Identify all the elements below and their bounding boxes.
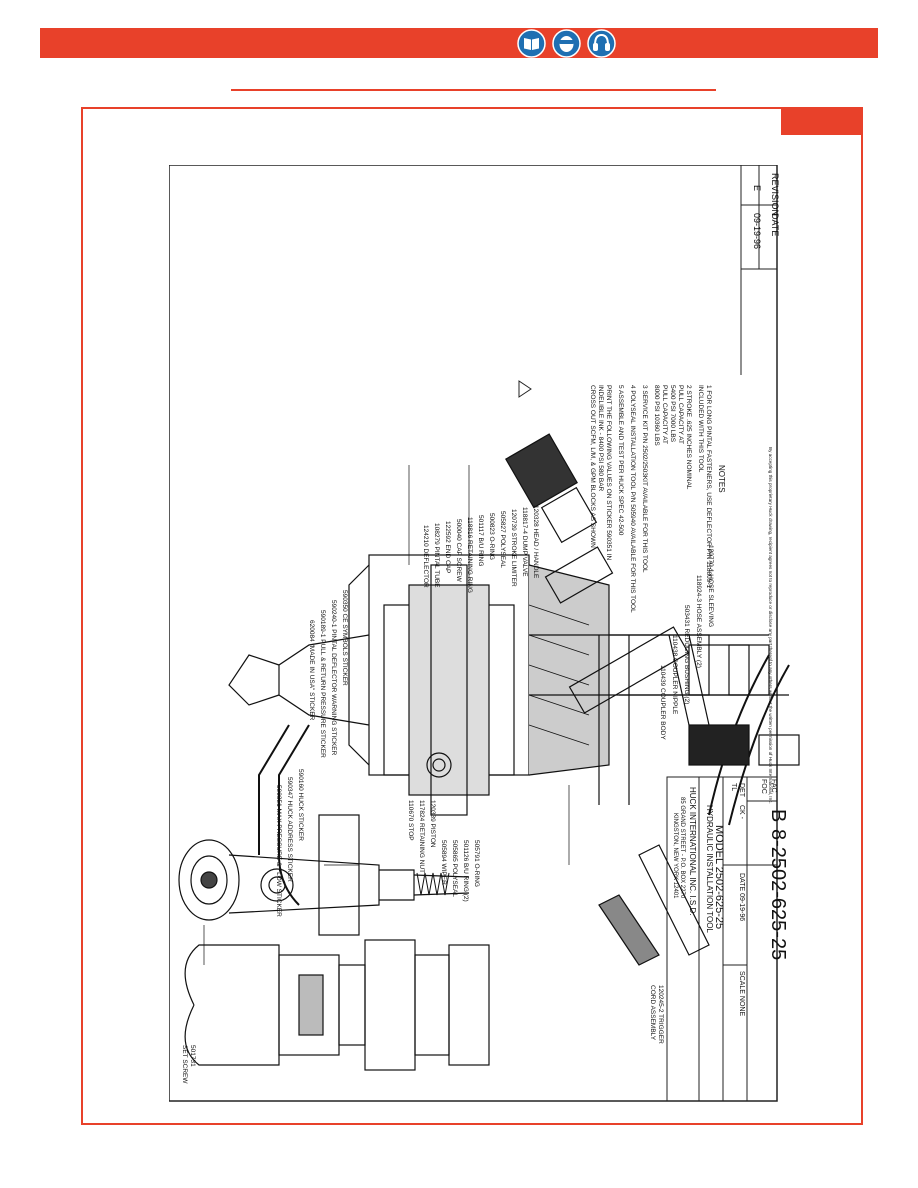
foc-label: FOC <box>760 779 767 794</box>
title-block: HUCK INTERNATIONAL INC. I.S.D. 85 GRAND … <box>666 776 789 1102</box>
date-header: DATE <box>770 213 780 236</box>
part-callout: 505894 WIPER <box>440 840 447 885</box>
ear-protection-icon <box>587 29 616 58</box>
company-name: HUCK INTERNATIONAL INC. I.S.D. <box>688 787 697 915</box>
det-label: DET <box>738 783 745 798</box>
tool-description: HYDRAULIC INSTALLATION TOOL <box>705 805 714 933</box>
note-line: 5 ASSEMBLE AND TEST PER HUCK SPEC 42-500 <box>617 385 624 536</box>
part-callout: 118816 RETAINING RING <box>466 517 473 593</box>
part-callout: 120339 PISTON <box>429 800 436 848</box>
note-line: CROSS OUT SCFM, L/M, & GPM BLOCKS AS SHO… <box>589 385 596 548</box>
note-line: 1 FOR LONG PINTAL FASTENERS, USE DEFLECT… <box>705 385 712 589</box>
part-callout: 118817-4 DUMP VALVE <box>521 507 528 577</box>
part-callout: 505827 POLYSEAL <box>499 511 506 568</box>
sticker-callout: 590189-1 PULL & RETURN PRESSURE STICKER <box>319 610 326 758</box>
scale-label: SCALE NONE <box>738 971 745 1016</box>
tool-illustration <box>178 433 800 1071</box>
note-line: INCLUDED WITH THIS TOOL <box>697 385 704 473</box>
note-line: 3 SERVICE KIT P/N 2502/2503KIT AVAILABLE… <box>641 385 648 573</box>
part-callout: 501126 B/U RING (2) <box>462 840 469 902</box>
callouts: 590351 MAX PRESSURE & FLOW STICKER 590347… <box>181 505 714 1084</box>
tl-label: TL <box>730 783 737 791</box>
leader-lines <box>203 465 570 965</box>
note-line: INDELIBLE INK - 8400 PSI 580 BAR <box>597 385 604 492</box>
revision-value: E <box>752 185 762 191</box>
face-protection-icon <box>552 29 581 58</box>
assembly-drawing: REVISION DATE E 09-19-96 NOTES 1 FOR LON… <box>169 165 800 1102</box>
note-line: PULL CAPACITY AT <box>677 385 684 444</box>
part-callout: 108279 PINTAL TUBE <box>433 523 440 588</box>
proprietary-note: By accepting this proprietary Huck drawi… <box>768 447 773 804</box>
part-callout: 501117 B/U RING <box>477 515 484 566</box>
revision-block: REVISION DATE E 09-19-96 <box>740 165 780 270</box>
date-label: DATE 09-19-96 <box>738 873 745 921</box>
ck-label: CK - <box>738 805 745 820</box>
trigger-callout: 120245-2 TRIGGER <box>657 985 664 1044</box>
size-letter: B <box>767 809 789 822</box>
note-line: PRINT THE FOLLOWING VALUES ON STICKER 59… <box>605 385 612 560</box>
hose-callout: 110438 COUPLER NIPPLE <box>671 635 678 715</box>
sticker-callout: 590347 HUCK ADDRESS STICKER <box>286 777 293 882</box>
hose-callout: 120770-1 HOSE SLEEVING <box>707 545 714 627</box>
notes: NOTES 1 FOR LONG PINTAL FASTENERS, USE D… <box>589 385 726 613</box>
part-callout: 124210 DEFLECTOR <box>422 525 429 588</box>
part-callout: 117824 RETAINING NUT <box>418 800 425 873</box>
sticker-callout: 590351 MAX PRESSURE & FLOW STICKER <box>275 785 282 917</box>
model-number: MODEL 2502-625-25 <box>713 825 725 929</box>
part-callout: 122592 END CAP <box>444 521 451 573</box>
note-line: 4 POLYSEAL INSTALLATION TOOL P/N 505940 … <box>629 385 636 613</box>
drawing-frame: REVISION DATE E 09-19-96 NOTES 1 FOR LON… <box>81 107 863 1125</box>
set-screw-callout: 501731 <box>189 1045 196 1067</box>
sticker-callout: 590240-1 PINTAL DEFLECTOR WARNING STICKE… <box>330 600 337 756</box>
note-line: 8000 PSI 10360 LBS <box>653 385 660 446</box>
notes-title: NOTES <box>717 465 726 493</box>
corner-tab <box>781 109 861 135</box>
title-rule <box>231 89 716 91</box>
company-address-2: KINGSTON, NEW YORK 12401 <box>672 813 678 899</box>
hose-callout: 110439 COUPLER BODY <box>659 665 666 740</box>
trigger-callout: CORD ASSEMBLY <box>649 985 656 1041</box>
company-address-1: 85 GRAND STREET - P.O. BOX 2270 <box>679 797 685 899</box>
sticker-callout: 590160 HUCK STICKER <box>297 769 304 841</box>
part-callout: 500040 CAP SCREW <box>455 519 462 583</box>
note-line: 5400 PSI 7000 LBS <box>669 385 676 443</box>
part-callout: 500823 O-RING <box>488 513 495 560</box>
note-line: PULL CAPACITY AT <box>661 385 668 444</box>
fac-label: FAC <box>770 779 777 793</box>
part-callout: 120739 STROKE LIMITER <box>510 509 517 587</box>
revision-date: 09-19-96 <box>752 213 762 249</box>
warning-triangle-icon <box>518 380 532 398</box>
sticker-callout: 620084 "MADE IN USA" STICKER <box>308 620 315 721</box>
note-line: 2 STROKE .625 INCHES NOMINAL <box>685 385 692 490</box>
part-callout: 505865 POLYSEAL <box>451 840 458 897</box>
part-callout: 110670 STOP <box>407 800 414 841</box>
set-screw-callout: SET SCREW <box>181 1045 188 1084</box>
sticker-callout: 590350 CE SYMBOLS STICKER <box>341 590 348 686</box>
hose-callout: 503431 REDUCING BUSHING (2) <box>683 605 690 704</box>
part-callout: 505791 O-RING <box>473 840 480 887</box>
revision-header: REVISION <box>770 173 780 216</box>
header-bar <box>40 28 878 58</box>
hose-callout: 118924-3 HOSE ASSEMBLY (2) <box>695 575 702 668</box>
drawing-number: 8-2502-625-25 <box>767 829 789 960</box>
part-callout: 120328 HEAD / HANDLE <box>532 505 539 579</box>
drawing-border <box>169 165 778 1102</box>
read-manual-icon <box>517 29 546 58</box>
